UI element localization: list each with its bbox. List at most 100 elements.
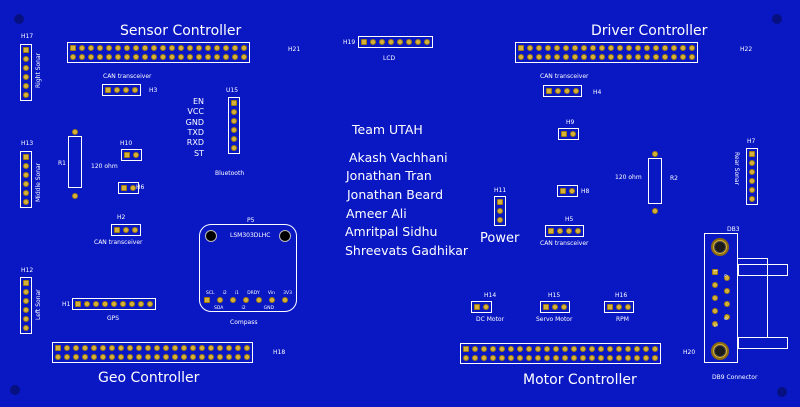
pin xyxy=(145,345,151,351)
pin xyxy=(554,45,560,51)
pin xyxy=(589,355,595,361)
pin xyxy=(572,54,578,60)
pin xyxy=(643,346,649,352)
pin xyxy=(397,39,403,45)
h16-header xyxy=(604,301,634,313)
pin xyxy=(187,54,193,60)
pin xyxy=(88,45,94,51)
pin xyxy=(553,346,559,352)
h10-ref: H10 xyxy=(120,140,133,147)
mounting-hole-top-left xyxy=(14,14,24,24)
pin xyxy=(181,345,187,351)
pin xyxy=(490,346,496,352)
pin xyxy=(23,74,29,80)
can-transceiver-3-label: CAN transceiver xyxy=(94,239,143,246)
h2-ref: H2 xyxy=(117,214,126,221)
pin xyxy=(133,152,139,158)
pin xyxy=(23,289,29,295)
pin xyxy=(178,45,184,51)
pin xyxy=(231,109,237,115)
pin xyxy=(282,297,288,303)
pin xyxy=(580,346,586,352)
pin xyxy=(105,87,111,93)
pin xyxy=(79,54,85,60)
pin xyxy=(196,45,202,51)
pin xyxy=(626,45,632,51)
pin xyxy=(231,118,237,124)
pin xyxy=(607,346,613,352)
pin xyxy=(230,297,236,303)
rpm-label: RPM xyxy=(616,316,629,323)
db9-mount-top xyxy=(711,238,729,256)
h18-ref: H18 xyxy=(273,349,286,356)
pin xyxy=(23,316,29,322)
pin xyxy=(138,301,144,307)
pin xyxy=(169,45,175,51)
pin xyxy=(55,354,61,360)
pin xyxy=(217,354,223,360)
pin xyxy=(64,345,70,351)
pin xyxy=(123,87,129,93)
r1-pad-bottom xyxy=(72,193,78,199)
h19-header xyxy=(358,36,433,48)
pin xyxy=(575,228,581,234)
pin xyxy=(474,304,480,310)
can-transceiver-4-label: CAN transceiver xyxy=(540,240,589,247)
middle-sonar-label: Middle Sonar xyxy=(35,162,42,202)
gps-label: GPS xyxy=(107,315,120,322)
u15-header xyxy=(228,97,240,154)
pin xyxy=(244,345,250,351)
pin xyxy=(115,54,121,60)
pin xyxy=(544,346,550,352)
pin xyxy=(527,45,533,51)
pin xyxy=(543,304,549,310)
driver-controller-title: Driver Controller xyxy=(591,23,708,39)
pin xyxy=(644,45,650,51)
pin xyxy=(208,354,214,360)
pin xyxy=(563,54,569,60)
pin xyxy=(415,39,421,45)
pin xyxy=(124,152,130,158)
pin xyxy=(652,355,658,361)
bluetooth-pin-label: ST xyxy=(194,148,204,158)
can-transceiver-2-label: CAN transceiver xyxy=(540,73,589,80)
pin xyxy=(599,45,605,51)
pin xyxy=(463,346,469,352)
pin xyxy=(560,188,566,194)
pin xyxy=(388,39,394,45)
pin xyxy=(217,345,223,351)
team-name: Team UTAH xyxy=(352,122,423,137)
compass-pin-label: 3V3 xyxy=(283,291,292,296)
pin xyxy=(557,228,563,234)
pin xyxy=(23,47,29,53)
compass-pin-label: GND xyxy=(263,306,274,311)
pin xyxy=(118,345,124,351)
h22-ref: H22 xyxy=(740,46,753,53)
h1-header xyxy=(72,298,156,310)
pin xyxy=(616,355,622,361)
pin xyxy=(118,354,124,360)
pin xyxy=(232,45,238,51)
pin xyxy=(23,172,29,178)
pin xyxy=(223,54,229,60)
lsm303dlhc-label: LSM303DLHC xyxy=(230,232,271,239)
pin xyxy=(749,169,755,175)
pin xyxy=(114,87,120,93)
pin xyxy=(680,54,686,60)
pin xyxy=(671,54,677,60)
pin xyxy=(607,355,613,361)
pin xyxy=(163,345,169,351)
db9-pin xyxy=(724,314,730,320)
pin xyxy=(546,88,552,94)
pin xyxy=(132,87,138,93)
pin xyxy=(84,301,90,307)
compass-pin-label: SCL xyxy=(206,291,215,296)
pin xyxy=(573,88,579,94)
pin xyxy=(75,301,81,307)
pin xyxy=(102,301,108,307)
mounting-hole-bottom-left xyxy=(10,385,20,395)
pin xyxy=(121,185,127,191)
pin xyxy=(120,301,126,307)
pin xyxy=(616,346,622,352)
